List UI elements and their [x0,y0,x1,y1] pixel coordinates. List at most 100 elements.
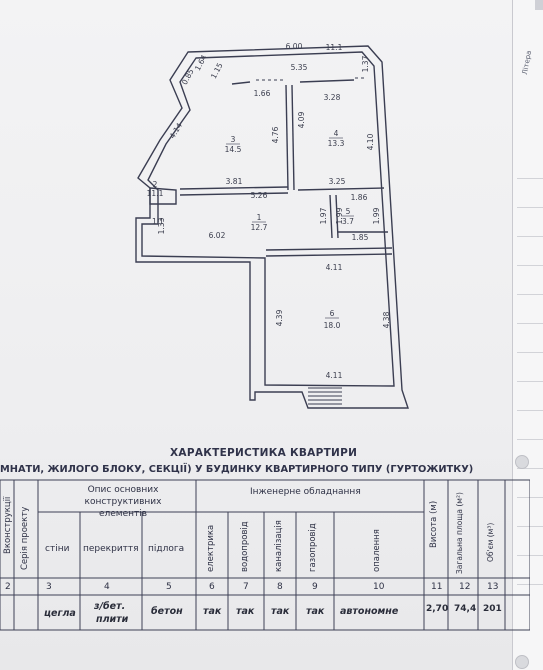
col-number: 10 [373,582,385,592]
dim-label: 1.33 [157,217,166,234]
col-number: 6 [209,582,215,592]
col-construction: Вконструкції [3,496,13,554]
dim-label: 4.10 [366,133,375,150]
col-height: Висота (м) [429,500,439,548]
adjacent-page-lines [517,150,543,600]
dim-label: 11.1 [326,43,343,52]
cell-floor: бетон [151,606,183,617]
dim-label: 6.02 [209,231,226,240]
page-tab [535,0,543,10]
room-label-6: 6 18.0 [324,309,341,330]
wall-top [231,81,251,85]
svg-text:3: 3 [231,135,236,144]
dim-label: 1.99 [372,207,381,224]
dim-label: 4.76 [271,126,280,143]
table-heading: ХАРАКТЕРИСТИКА КВАРТИРИ [170,447,358,459]
svg-text:18.0: 18.0 [324,321,341,330]
dim-label: 6.00 [286,42,303,51]
dim-label: 4.09 [297,111,306,128]
cell-gas: так [306,606,325,617]
dim-label: 1.99 [335,207,344,224]
dim-label: 4.39 [275,309,284,326]
col-water: водопровід [240,521,250,572]
cell-floors-line2: плити [96,614,129,625]
col-sewer: каналізація [274,520,284,572]
cell-electric: так [203,606,222,617]
col-number: 13 [487,582,499,592]
binder-hole [515,455,529,469]
cell-floors-line1: з/бет. [94,601,126,612]
col-number: 11 [431,582,443,592]
cell-walls: цегла [44,608,76,619]
cell-heating: автономне [340,606,399,617]
room-label-2: 2 11.1 [147,180,164,198]
col-number: 9 [312,582,318,592]
dim-label: 1.37 [361,55,370,72]
wall-5b [335,194,339,239]
dim-label: 1.1 [152,217,164,226]
outer-wall [135,45,409,409]
col-number: 4 [104,582,110,592]
dim-label: 1.85 [352,233,369,242]
room-label-1: 1 12.7 [251,213,268,232]
dim-label: 5.26 [251,191,268,200]
svg-text:6: 6 [330,309,335,318]
wall-top-right [299,79,355,83]
dim-label: 4.11 [326,263,343,272]
svg-text:3.7: 3.7 [342,217,354,226]
col-number: 7 [243,582,249,592]
wall-mid2 [297,187,385,191]
group-engineering: Інженерне обладнання [250,487,361,497]
cell-volume: 201 [483,604,502,614]
outer-wall-inner [141,51,395,387]
col-series: Серія проекту [20,506,30,570]
dim-label: 1.66 [254,89,271,98]
col-gas: газопровід [308,523,318,572]
col-total-area: Загальна площа (м²) [455,492,464,574]
svg-text:4: 4 [334,129,339,138]
cell-sewer: так [271,606,290,617]
binder-hole [515,655,529,669]
svg-text:1: 1 [257,213,262,222]
characteristics-table [0,479,530,631]
col-walls: стіни [45,544,70,554]
dim-label: 3.25 [329,177,346,186]
dim-label: 5.35 [291,63,308,72]
svg-text:11.1: 11.1 [147,189,164,198]
dim-label: 1.97 [319,207,328,224]
closet [149,187,177,205]
table-subheading: МНАТИ, ЖИЛОГО БЛОКУ, СЕКЦІЇ) У БУДИНКУ К… [0,464,474,475]
cell-water: так [236,606,255,617]
wall-3-4 [285,84,289,191]
cell-height: 2,70 [426,604,449,614]
wall-mid [179,192,289,196]
room-label-3: 3 14.5 [225,135,242,154]
col-volume: Об'єм (м³) [486,522,495,562]
room-label-5: 5 3.7 [342,207,354,226]
col-number: 8 [277,582,283,592]
col-number: 5 [166,582,172,592]
floor-plan: 3 14.5 4 13.3 1 12.7 5 3.7 6 18.0 2 11.1 [135,42,409,409]
cell-total-area: 74,4 [454,604,477,614]
wall-1-6b [265,253,393,257]
room-label-4: 4 13.3 [328,129,345,148]
col-number: 3 [46,582,52,592]
svg-text:5: 5 [346,207,351,216]
wall-5 [329,194,333,239]
svg-text:2: 2 [153,180,158,189]
svg-text:12.7: 12.7 [251,223,268,232]
svg-text:13.3: 13.3 [328,139,345,148]
dim-label: 3.81 [226,177,243,186]
entrance-stairs [308,387,342,405]
wall-1-6 [265,247,393,251]
dim-label: 3.28 [324,93,341,102]
table-border [0,479,530,631]
wall-mid3 [179,186,289,190]
adjacent-page: Літера [512,0,543,670]
svg-text:14.5: 14.5 [225,145,242,154]
dim-label: 1.86 [351,193,368,202]
col-number: 12 [459,582,471,592]
col-floor: підлога [148,544,185,554]
col-floors: перекриття [83,544,139,554]
dim-label: 4.11 [326,371,343,380]
